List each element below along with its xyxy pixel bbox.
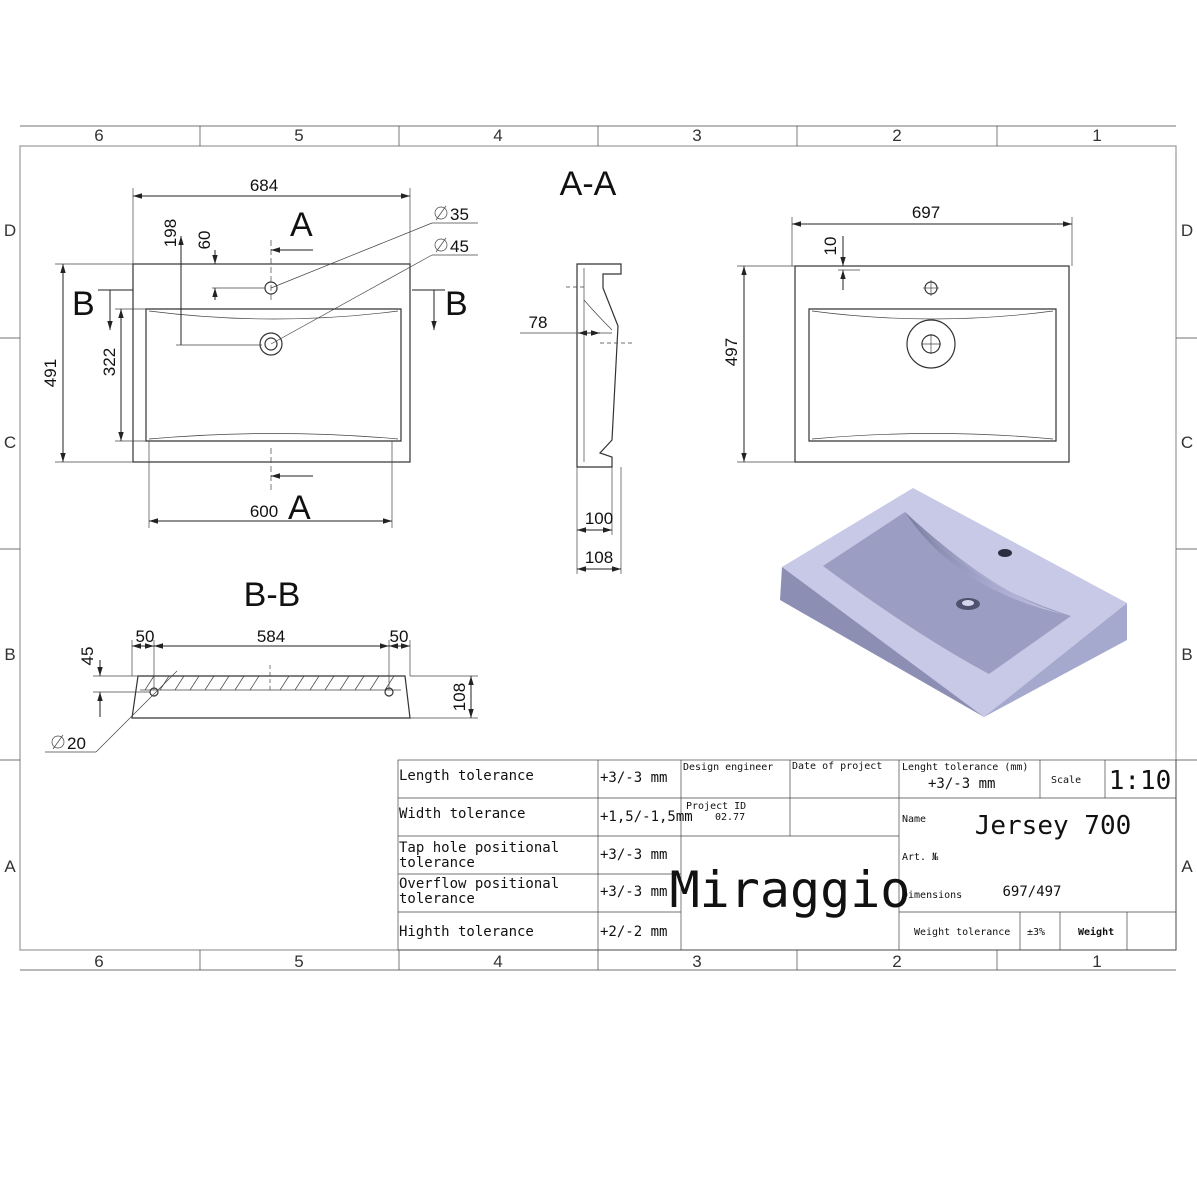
- right-view-outline: [794, 265, 1070, 463]
- weight-label: Weight: [1078, 926, 1114, 938]
- zone-row-right: A: [1181, 857, 1193, 876]
- drain-inner-icon: [264, 337, 278, 351]
- dim-491: 491: [41, 359, 60, 387]
- dim-108-side: 108: [585, 548, 613, 567]
- callout-dia-20: 20: [67, 734, 86, 753]
- dimensions-value: 697/497: [1002, 884, 1061, 900]
- zone-col-top: 2: [892, 126, 901, 145]
- zone-row-left: C: [4, 433, 16, 452]
- basin-3d-render: [780, 488, 1127, 717]
- project-id-value: 02.77: [715, 812, 745, 823]
- dim-697: 697: [912, 203, 940, 222]
- project-id-label: Project ID: [686, 801, 746, 812]
- zone-col-bottom: 2: [892, 952, 901, 971]
- drain-hole-icon: [906, 319, 956, 369]
- zone-col-top: 3: [692, 126, 701, 145]
- zone-row-left: D: [4, 221, 16, 240]
- section-aa-profile: [576, 263, 622, 468]
- weight-tolerance-label: Weight tolerance: [914, 927, 1010, 938]
- top-view-outline: [132, 263, 411, 463]
- callout-dia-35: 35: [450, 205, 469, 224]
- brand-logo: Miraggio: [670, 861, 911, 919]
- tol-label-tap-hole-2: tolerance: [399, 855, 475, 871]
- basin-bowl: [823, 512, 1071, 674]
- design-engineer-label: Design engineer: [683, 762, 773, 773]
- zone-col-bottom: 4: [493, 952, 502, 971]
- drain-hole-icon: [259, 332, 283, 356]
- tol-label-overflow-2: tolerance: [399, 891, 475, 907]
- zone-col-top: 1: [1092, 126, 1101, 145]
- tol-value-height: +2/-2 mm: [600, 924, 667, 940]
- section-bb-title: B-B: [244, 576, 301, 614]
- weight-tolerance-value: ±3%: [1027, 927, 1045, 938]
- section-marker-b-left: B: [72, 285, 95, 323]
- name-label: Name: [902, 814, 926, 825]
- tol-label-width: Width tolerance: [399, 806, 525, 822]
- title-block: Length tolerance +3/-3 mm Width toleranc…: [397, 759, 1177, 951]
- dim-10: 10: [821, 237, 840, 256]
- zone-row-right: C: [1181, 433, 1193, 452]
- dimensions-label: Dimensions: [902, 890, 962, 901]
- section-marker-b-right: B: [445, 285, 468, 323]
- section-bb-profile: [131, 675, 411, 719]
- dim-50-right: 50: [390, 627, 409, 646]
- dim-60: 60: [195, 231, 214, 250]
- top-view-bowl-edge: [145, 308, 402, 442]
- basin-side-face: [984, 603, 1127, 717]
- dim-584: 584: [257, 627, 285, 646]
- dim-497: 497: [722, 338, 741, 366]
- scale-value: 1:10: [1109, 766, 1172, 796]
- zone-row-left: B: [4, 645, 15, 664]
- dim-322: 322: [100, 348, 119, 376]
- length-tolerance-label: Lenght tolerance (mm): [902, 762, 1028, 773]
- zone-col-top: 5: [294, 126, 303, 145]
- zone-col-bottom: 6: [94, 952, 103, 971]
- tap-hole-icon: [998, 549, 1012, 557]
- section-marker-a-top: A: [290, 206, 313, 244]
- dim-45: 45: [78, 647, 97, 666]
- section-aa-title: A-A: [560, 165, 617, 203]
- dim-100: 100: [585, 509, 613, 528]
- zone-col-bottom: 1: [1092, 952, 1101, 971]
- art-no-label: Art. №: [902, 852, 939, 863]
- dim-600: 600: [250, 502, 278, 521]
- zone-row-right: D: [1181, 221, 1193, 240]
- zone-row-left: A: [4, 857, 16, 876]
- tol-label-length: Length tolerance: [399, 768, 534, 784]
- name-value: Jersey 700: [975, 811, 1132, 841]
- tol-value-width: +1,5/-1,5mm: [600, 809, 693, 825]
- tol-value-tap-hole: +3/-3 mm: [600, 847, 667, 863]
- tol-label-overflow: Overflow positional: [399, 876, 559, 892]
- zone-col-bottom: 3: [692, 952, 701, 971]
- dim-198: 198: [161, 219, 180, 247]
- zone-col-top: 6: [94, 126, 103, 145]
- section-bb: B-B 50 584 50 45 108 20: [45, 576, 478, 753]
- zone-labels: 6 5 4 3 2 1 6 5 4 3 2 1 D C B A D C B A: [4, 126, 1193, 971]
- callout-dia-45: 45: [450, 237, 469, 256]
- top-view: 684 198 60 491 322 600 35: [41, 176, 478, 528]
- dim-78: 78: [529, 313, 548, 332]
- zone-row-right: B: [1181, 645, 1192, 664]
- length-tolerance-value: +3/-3 mm: [928, 776, 995, 792]
- zone-col-top: 4: [493, 126, 502, 145]
- tol-value-length: +3/-3 mm: [600, 770, 667, 786]
- dim-108-bb: 108: [450, 683, 469, 711]
- section-aa: A-A 78 100 108: [520, 165, 632, 574]
- right-view-bowl-edge: [808, 308, 1057, 442]
- tol-label-height: Highth tolerance: [399, 924, 534, 940]
- tol-value-overflow: +3/-3 mm: [600, 884, 667, 900]
- dim-684: 684: [250, 176, 278, 195]
- date-of-project-label: Date of project: [792, 761, 882, 772]
- scale-label: Scale: [1051, 775, 1081, 786]
- tol-label-tap-hole: Tap hole positional: [399, 840, 559, 856]
- dim-50-left: 50: [136, 627, 155, 646]
- bowl-top-curve: [148, 310, 399, 320]
- zone-col-bottom: 5: [294, 952, 303, 971]
- right-view: 697 10 497: [722, 203, 1073, 463]
- bowl-bottom-curve: [148, 433, 399, 440]
- section-marker-a-bottom: A: [288, 489, 311, 527]
